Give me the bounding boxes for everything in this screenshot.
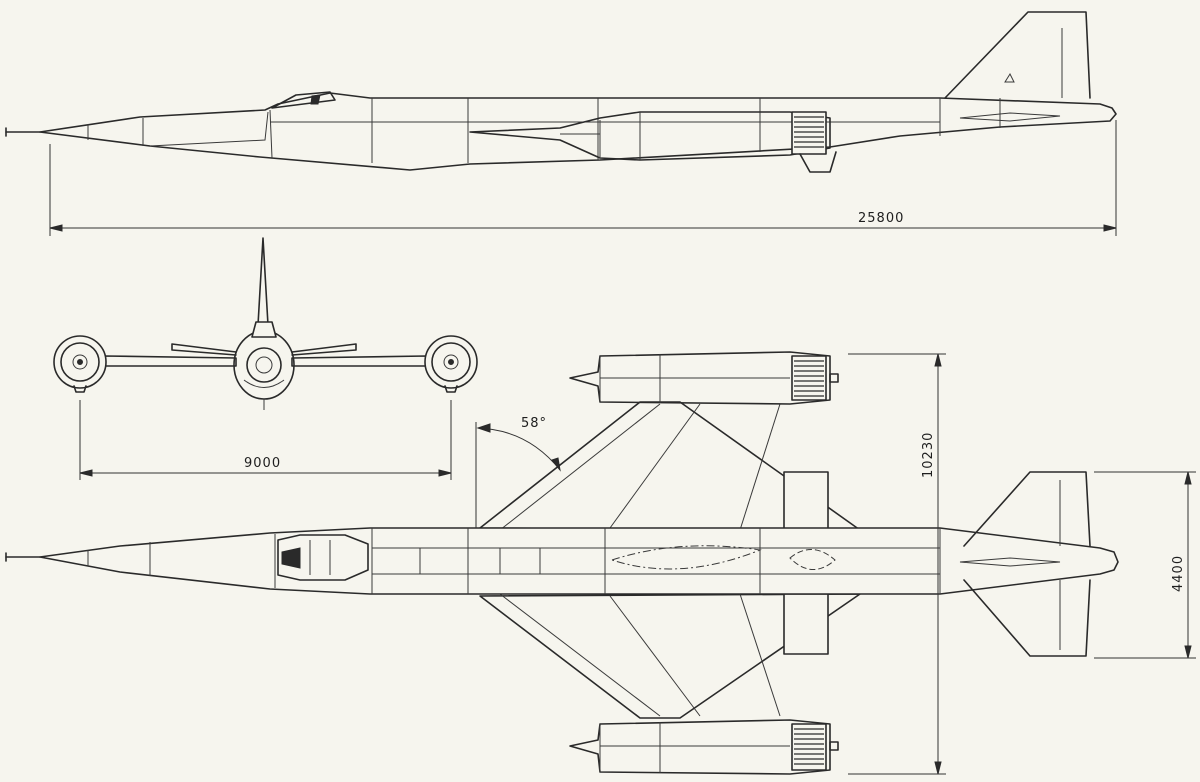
overall-length-label: 25800 <box>858 211 904 226</box>
sweep-angle-label: 58° <box>521 416 547 431</box>
engine-spacing-label: 9000 <box>244 456 281 471</box>
top-lower-nacelle <box>569 719 839 775</box>
top-upper-nacelle <box>569 351 839 405</box>
tail-span-label: 4400 <box>1171 555 1186 592</box>
top-view <box>5 351 1196 775</box>
front-view <box>53 237 478 480</box>
side-exhaust-hatch <box>791 111 827 155</box>
wing-span-label: 10230 <box>921 432 936 478</box>
side-view <box>5 11 1117 236</box>
